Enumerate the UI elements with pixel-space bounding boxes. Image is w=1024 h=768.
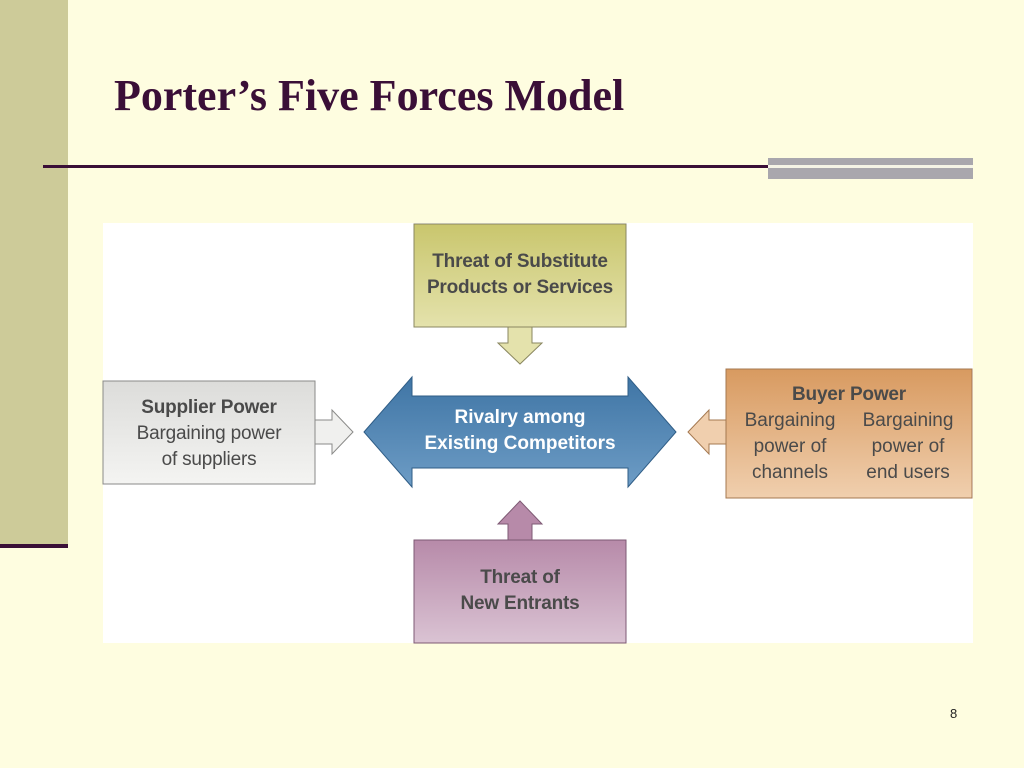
rivalry-label: Rivalry among Existing Competitors [412, 405, 628, 457]
entrants-label: Threat of New Entrants [414, 565, 626, 617]
buyer-col2-line1: Bargaining [862, 410, 954, 431]
buyer-channels-col: Bargaining power of channels [734, 408, 846, 486]
left-accent-underline [0, 544, 68, 548]
entrants-line1: Threat of [480, 567, 560, 588]
buyer-col1-line2: power of [753, 436, 827, 457]
substitutes-line1: Threat of Substitute [432, 251, 608, 272]
slide-title: Porter’s Five Forces Model [114, 71, 625, 120]
supplier-title: Supplier Power [141, 397, 277, 418]
title-divider [43, 165, 973, 168]
buyer-col1-line3: channels [751, 462, 829, 483]
buyer-title: Buyer Power [792, 384, 906, 405]
title-divider-accent-line [768, 165, 973, 168]
supplier-arrow [314, 408, 354, 456]
entrants-box [413, 539, 627, 644]
supplier-line2: of suppliers [161, 449, 257, 470]
entrants-line2: New Entrants [460, 593, 580, 614]
rivalry-line1: Rivalry among [454, 407, 586, 428]
rivalry-line2: Existing Competitors [424, 433, 616, 454]
buyer-box [725, 368, 973, 499]
page-number: 8 [950, 706, 958, 721]
supplier-line1: Bargaining power [136, 423, 282, 444]
buyer-arrow [687, 408, 727, 456]
supplier-label: Supplier Power Bargaining power of suppl… [103, 395, 315, 473]
supplier-box [102, 380, 316, 485]
substitutes-arrow [496, 326, 544, 365]
substitutes-line2: Products or Services [426, 277, 614, 298]
title-divider-accent [768, 158, 973, 179]
substitutes-box [413, 223, 627, 328]
rivalry-arrow [363, 375, 677, 489]
buyer-col2-line3: end users [866, 462, 950, 483]
entrants-arrow [496, 500, 544, 541]
buyer-col1-line1: Bargaining [744, 410, 836, 431]
left-accent-bar [0, 0, 68, 545]
substitutes-label: Threat of Substitute Products or Service… [414, 249, 626, 301]
buyer-col2-line2: power of [871, 436, 945, 457]
buyer-title-wrap: Buyer Power [726, 382, 972, 408]
buyer-endusers-col: Bargaining power of end users [852, 408, 964, 486]
